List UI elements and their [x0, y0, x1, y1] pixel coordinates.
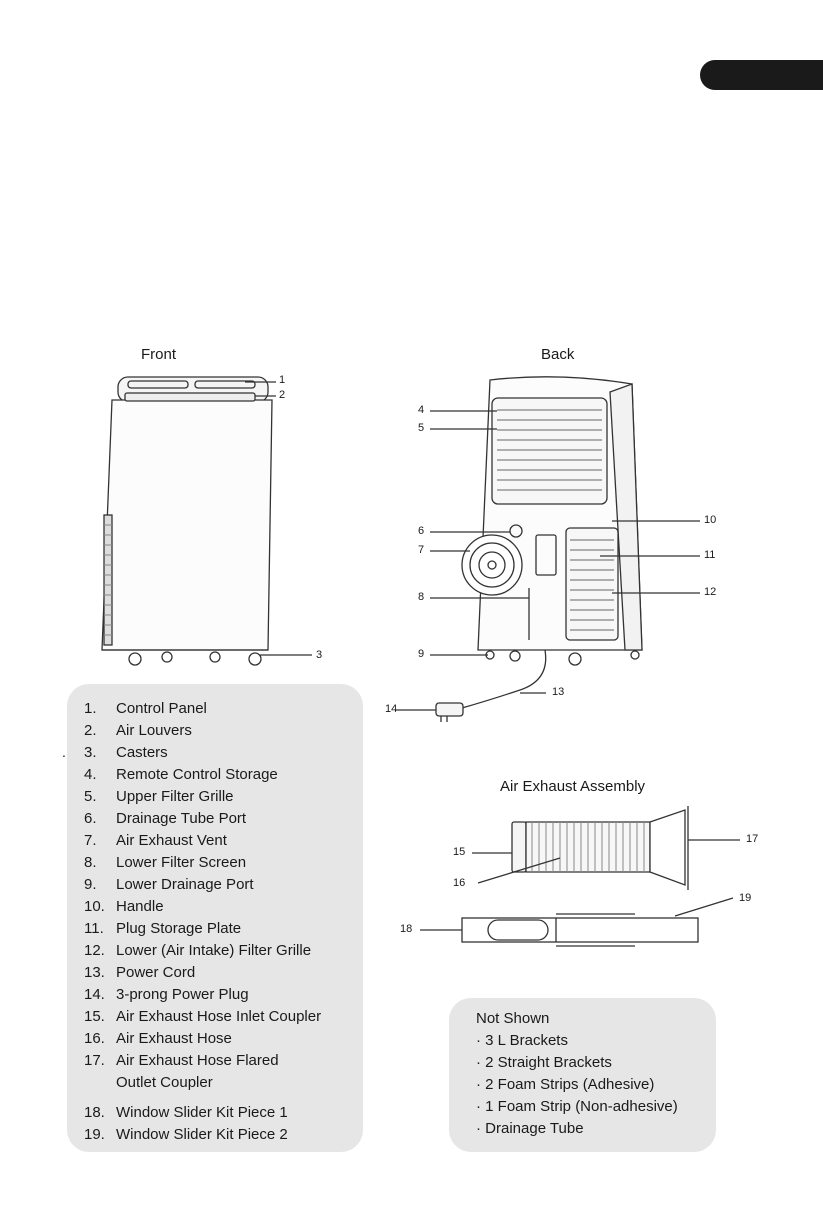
- callout-14: 14: [385, 703, 398, 715]
- callout-3: 3: [316, 649, 323, 661]
- section-tab: [700, 60, 823, 90]
- not-shown-panel: Not Shown · 3 L Brackets · 2 Straight Br…: [449, 998, 716, 1152]
- callout-2: 2: [279, 389, 286, 401]
- list-item: · Drainage Tube: [476, 1120, 584, 1137]
- list-item: · 2 Foam Strips (Adhesive): [476, 1076, 655, 1093]
- callout-5: 5: [418, 422, 425, 434]
- front-unit-illustration: [101, 376, 312, 666]
- exhaust-heading: Air Exhaust Assembly: [500, 778, 646, 795]
- callout-16: 16: [453, 877, 466, 889]
- window-slider-illustration: [420, 897, 734, 947]
- back-heading: Back: [541, 346, 575, 363]
- list-item: · 3 L Brackets: [476, 1032, 568, 1049]
- callout-11: 11: [704, 549, 716, 561]
- callout-12: 12: [704, 586, 717, 598]
- front-heading: Front: [141, 346, 177, 363]
- callout-17: 17: [746, 833, 759, 845]
- callout-9: 9: [418, 648, 425, 660]
- callout-6: 6: [418, 525, 425, 537]
- callout-1: 1: [279, 374, 286, 386]
- back-unit-illustration: [395, 376, 700, 722]
- exhaust-hose-illustration: [472, 806, 740, 890]
- list-item: · 1 Foam Strip (Non-adhesive): [476, 1098, 678, 1115]
- not-shown-title: Not Shown: [476, 1010, 550, 1027]
- list-item: · 2 Straight Brackets: [476, 1054, 612, 1071]
- callout-13: 13: [552, 686, 565, 698]
- parts-list-panel: 1.Control Panel 2.Air Louvers 3.Casters …: [67, 684, 363, 1152]
- callout-10: 10: [704, 514, 717, 526]
- callout-8: 8: [418, 591, 425, 603]
- stray-mark: .: [62, 744, 66, 760]
- callout-15: 15: [453, 846, 466, 858]
- callout-19: 19: [739, 892, 752, 904]
- callout-7: 7: [418, 544, 425, 556]
- callout-4: 4: [418, 404, 425, 416]
- callout-18: 18: [400, 923, 413, 935]
